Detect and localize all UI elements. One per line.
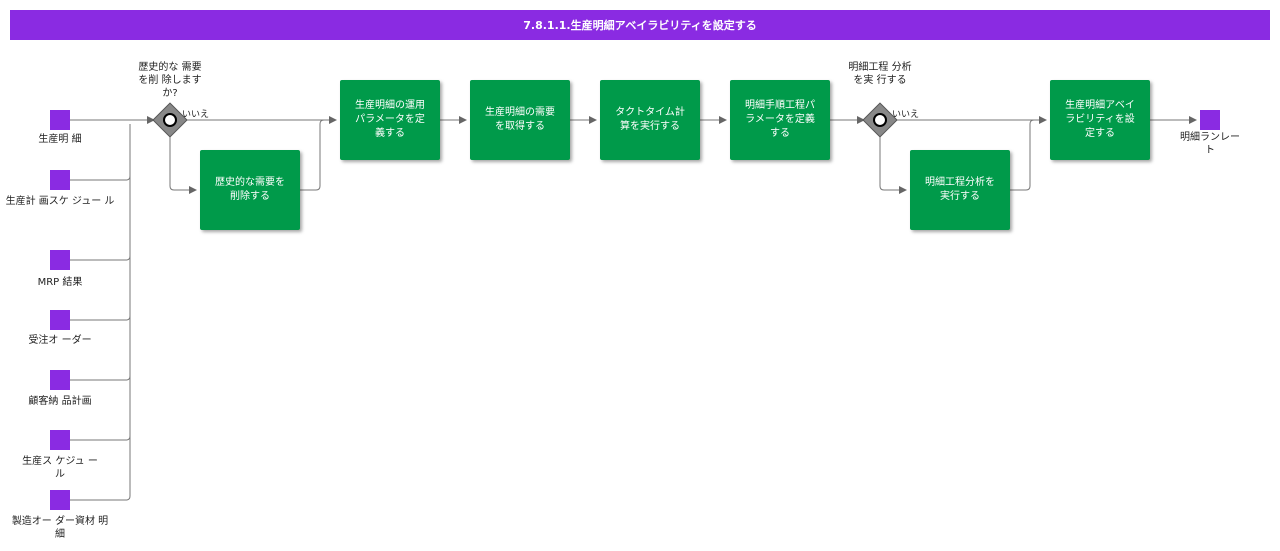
gateway-2-no-label: いいえ: [892, 110, 920, 120]
input-line-4: [70, 315, 131, 321]
input-object-6[interactable]: [50, 430, 70, 450]
hist-to-main: [300, 119, 325, 191]
input-line-6: [70, 435, 131, 441]
input-label-4: 受注オ ーダー: [28, 335, 92, 346]
input-line-3: [70, 255, 131, 261]
input-object-5[interactable]: [50, 370, 70, 390]
gateway-1-no-label: いいえ: [182, 110, 210, 120]
input-label-6: 生産ス ケジュ ール: [22, 456, 98, 480]
input-object-1[interactable]: [50, 110, 70, 130]
input-object-4[interactable]: [50, 310, 70, 330]
output-label: 明細ランレート: [1180, 132, 1240, 156]
input-label-7: 製造オー ダー資材 明細: [11, 516, 109, 540]
task-run-analysis[interactable]: 明細工程分析を実行する: [910, 150, 1010, 230]
task-delete-historical-demand[interactable]: 歴史的な需要を削除する: [200, 150, 300, 230]
gateway-2-question: 明細工程 分析を実 行する: [848, 62, 912, 86]
input-label-1: 生産明 細: [38, 134, 82, 145]
input-line-5: [70, 375, 131, 381]
gateway-2: [862, 102, 898, 138]
input-line-7: [70, 495, 131, 501]
output-object[interactable]: [1200, 110, 1220, 130]
input-label-5: 顧客納 品計画: [28, 396, 92, 407]
input-label-2: 生産計 画スケ ジュー ル: [5, 196, 115, 207]
anal-to-main: [1010, 119, 1035, 191]
gw2-yes-line: [879, 136, 907, 194]
gw1-yes-line: [169, 136, 197, 194]
input-line-2: [70, 175, 131, 181]
task-takt-time[interactable]: タクトタイム計算を実行する: [600, 80, 700, 160]
input-object-3[interactable]: [50, 250, 70, 270]
task-set-availability[interactable]: 生産明細アベイラビリティを設定する: [1050, 80, 1150, 160]
gateway-1-question: 歴史的な 需要を削 除しますか?: [138, 62, 202, 99]
input-label-3: MRP 結果: [37, 277, 83, 288]
input-object-2[interactable]: [50, 170, 70, 190]
task-define-routing-params[interactable]: 明細手順工程パラメータを定義する: [730, 80, 830, 160]
task-define-operating-params[interactable]: 生産明細の運用パラメータを定義する: [340, 80, 440, 160]
input-object-7[interactable]: [50, 490, 70, 510]
gateway-1: [152, 102, 188, 138]
diagram-title: 7.8.1.1.生産明細アベイラビリティを設定する: [10, 10, 1270, 40]
task-get-demand[interactable]: 生産明細の需要を取得する: [470, 80, 570, 160]
